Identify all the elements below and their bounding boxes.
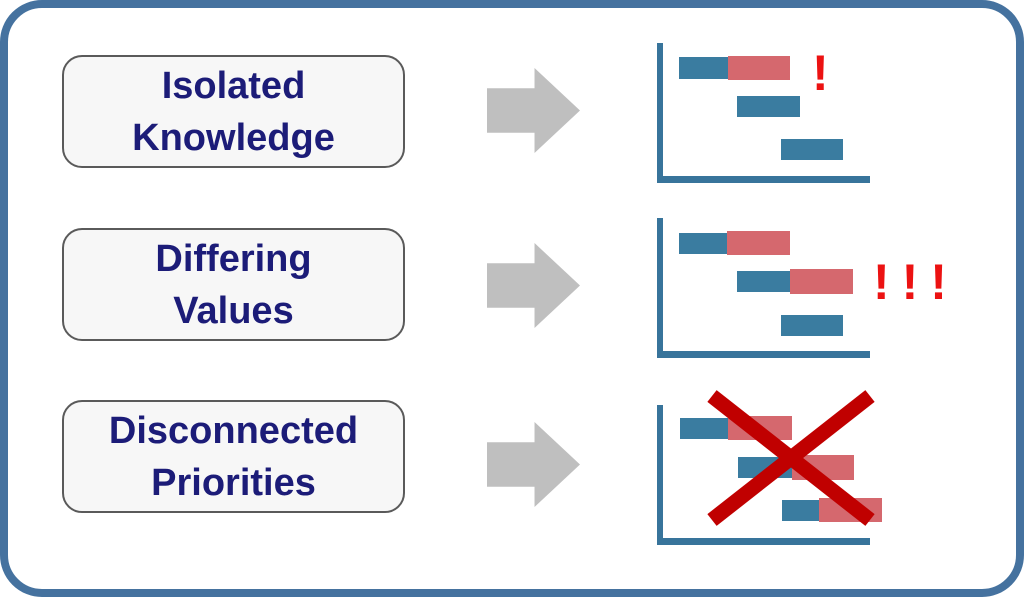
overrun-bar: [728, 56, 790, 80]
box-label-line: Priorities: [151, 461, 316, 504]
chart-y-axis: [657, 43, 663, 183]
warning-marks: !!!: [873, 254, 950, 310]
task-bar: [782, 500, 819, 521]
chart-x-axis: [657, 351, 870, 358]
box-label-line: Differing: [155, 237, 312, 280]
overrun-bar: [790, 269, 853, 294]
right-arrow-icon: [487, 422, 580, 507]
mini-gantt-chart-disconnected-priorities: [657, 390, 882, 545]
mini-gantt-chart-differing-values: !!!: [657, 218, 950, 358]
overrun-bar: [727, 231, 790, 255]
box-label-line: Knowledge: [132, 116, 335, 159]
chart-x-axis: [657, 538, 870, 545]
task-bar: [737, 96, 800, 117]
task-bar: [737, 271, 790, 292]
chart-y-axis: [657, 405, 663, 545]
label-box-differing-values: Differing Values: [62, 228, 405, 341]
label-box-isolated-knowledge: Isolated Knowledge: [62, 55, 405, 168]
mini-gantt-chart-isolated-knowledge: !: [657, 43, 870, 183]
chart-x-axis: [657, 176, 870, 183]
task-bar: [679, 57, 728, 79]
chart-y-axis: [657, 218, 663, 358]
task-bar: [679, 233, 727, 254]
right-arrow-icon: [487, 243, 580, 328]
box-label-line: Values: [173, 289, 294, 332]
label-box-disconnected-priorities: Disconnected Priorities: [62, 400, 405, 513]
box-label-line: Isolated: [161, 64, 306, 107]
task-bar: [781, 139, 843, 160]
right-arrow-icon: [487, 68, 580, 153]
task-bar: [680, 418, 728, 439]
warning-marks: !: [812, 45, 829, 101]
cross-out-icon: [707, 390, 875, 526]
box-label-line: Disconnected: [108, 409, 359, 452]
task-bar: [781, 315, 843, 336]
